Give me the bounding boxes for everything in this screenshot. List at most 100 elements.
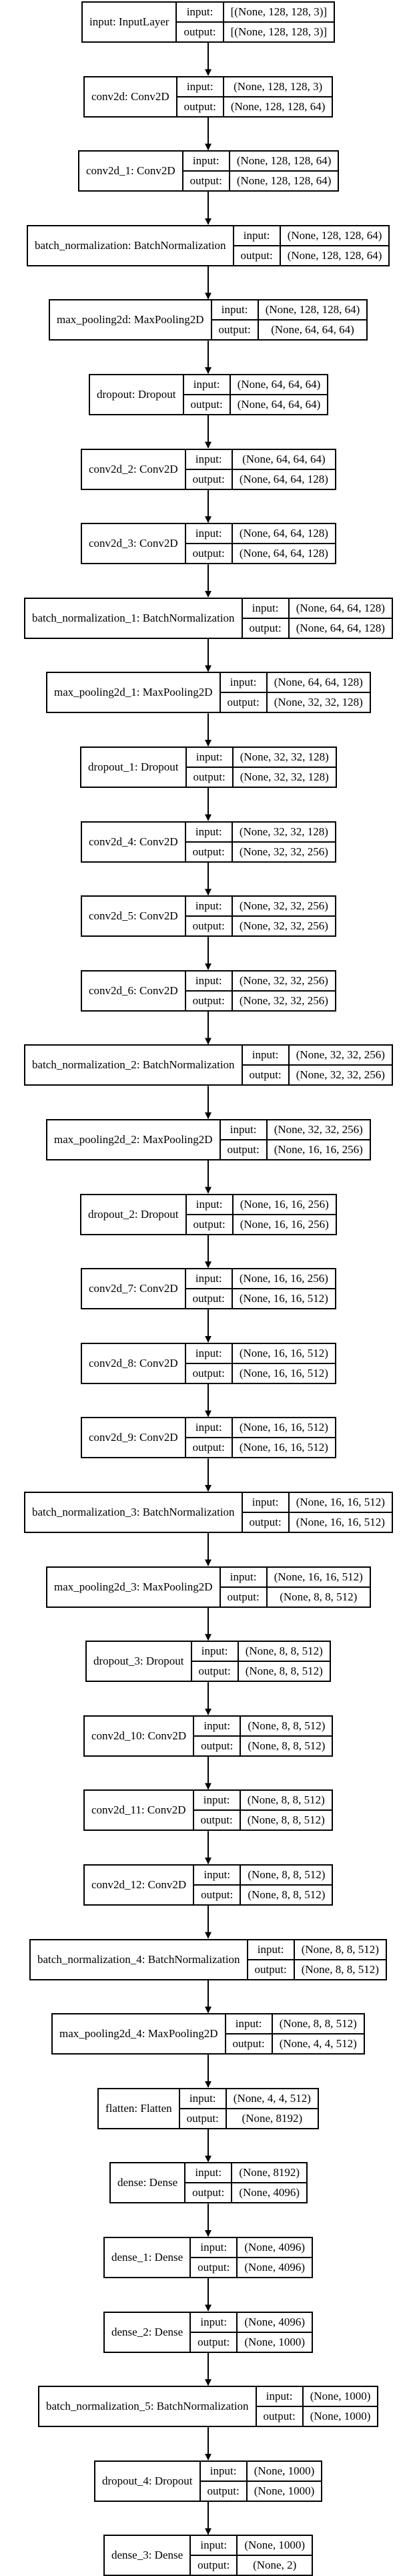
shape-values: (None, 128, 128, 64)(None, 128, 128, 64) [228, 152, 338, 191]
input-label: input: [230, 1570, 257, 1583]
output-label: output: [186, 767, 232, 787]
layer-name: dropout_1: Dropout [88, 761, 179, 773]
input-shape: (None, 16, 16, 512) [239, 1346, 328, 1359]
input-label: input: [200, 2539, 228, 2552]
input-label: input: [186, 5, 214, 18]
shape-values: (None, 16, 16, 512)(None, 16, 16, 512) [231, 1418, 335, 1458]
input-shape: (None, 8, 8, 512) [248, 1719, 326, 1732]
input-label: input: [195, 527, 222, 540]
layer-name: conv2d_3: Conv2D [89, 537, 178, 550]
input-shape: (None, 128, 128, 64) [287, 228, 382, 242]
input-label: input: [195, 452, 222, 465]
output-shape: (None, 64, 64, 128) [232, 543, 335, 563]
io-labels: input:output: [184, 449, 232, 489]
input-label: input: [252, 601, 279, 614]
shape-values: (None, 128, 128, 64)(None, 64, 64, 64) [257, 300, 367, 340]
output-label: output: [183, 394, 230, 414]
input-label: input: [252, 1496, 279, 1508]
input-label: input: [257, 1942, 284, 1956]
output-shape: (None, 32, 32, 256) [232, 841, 335, 861]
io-labels: input:output: [184, 1418, 232, 1458]
input-label: input: [230, 676, 257, 689]
layer-name: max_pooling2d_1: MaxPooling2D [54, 686, 213, 699]
io-labels: input:output: [241, 1046, 288, 1085]
output-label: output: [185, 2182, 232, 2202]
shape-values: (None, 8, 8, 512)(None, 8, 8, 512) [237, 1642, 330, 1681]
io-labels: input:output: [192, 1791, 240, 1830]
input-label: input: [189, 2091, 216, 2105]
layer-name: max_pooling2d_3: MaxPooling2D [54, 1580, 213, 1593]
layer-name: dropout_2: Dropout [88, 1207, 179, 1221]
output-label: output: [226, 2033, 272, 2053]
output-label: output: [234, 244, 280, 265]
output-shape: (None, 8, 8, 512) [294, 1958, 386, 1979]
output-label: output: [212, 319, 258, 339]
output-shape: (None, 64, 64, 64) [230, 394, 328, 414]
io-labels: input:output: [255, 2387, 302, 2426]
shape-values: (None, 1000)(None, 1000) [302, 2387, 378, 2426]
output-shape: (None, 32, 32, 128) [267, 692, 370, 712]
output-label: output: [177, 95, 223, 116]
layer-name: flatten: Flatten [105, 2101, 172, 2115]
output-shape: (None, 1000) [303, 2406, 378, 2426]
shape-values: (None, 128, 128, 64)(None, 128, 128, 64) [279, 226, 389, 265]
layer-name: batch_normalization_2: BatchNormalizatio… [32, 1058, 235, 1072]
output-shape: (None, 32, 32, 256) [289, 1064, 392, 1084]
layer-name: dropout_4: Dropout [102, 2474, 193, 2487]
output-label: output: [194, 1735, 240, 1755]
output-shape: (None, 4096) [232, 2182, 306, 2202]
shape-values: (None, 16, 16, 256) (None, 16, 16, 512) [231, 1269, 335, 1309]
output-shape: (None, 16, 16, 256) [233, 1213, 336, 1234]
io-labels: input:output: [193, 1716, 240, 1755]
output-label: output: [191, 2555, 237, 2575]
io-labels: input:output: [232, 226, 280, 265]
io-labels: input: output: [246, 1940, 294, 1979]
input-shape: (None, 128, 128, 3) [234, 79, 323, 93]
io-labels: input:output: [185, 748, 232, 787]
input-shape: (None, 8, 8, 512) [248, 1868, 326, 1881]
output-label: output: [185, 915, 232, 935]
output-shape: (None, 64, 64, 64) [258, 319, 367, 339]
layer-node: max_pooling2d: MaxPooling2D input:output:… [49, 299, 368, 341]
io-labels: input:output: [184, 971, 232, 1010]
input-label: input: [195, 1346, 222, 1359]
layer-name: max_pooling2d: MaxPooling2D [57, 313, 204, 327]
input-label: input: [195, 2166, 222, 2179]
io-labels: input:output: [175, 77, 223, 116]
output-label: output: [242, 1512, 288, 1532]
input-shape: (None, 16, 16, 512) [296, 1496, 385, 1508]
layer-name: batch_normalization_5: BatchNormalizatio… [46, 2400, 249, 2413]
output-label: output: [194, 1884, 240, 1904]
output-label: output: [242, 1064, 288, 1084]
layer-name: max_pooling2d_4: MaxPooling2D [59, 2027, 218, 2041]
io-labels: input:output: [184, 822, 232, 861]
output-label: output: [248, 1958, 294, 1979]
shape-values: (None, 8, 8, 512)(None, 4, 4, 512) [271, 2014, 364, 2054]
layer-name: conv2d_5: Conv2D [89, 909, 178, 923]
input-label: input: [203, 1793, 230, 1807]
output-label: output: [179, 2107, 226, 2128]
output-label: output: [185, 1288, 232, 1308]
io-labels: input:output: [210, 300, 258, 340]
output-label: output: [185, 990, 232, 1010]
input-shape: (None, 1000) [244, 2539, 305, 2552]
output-shape: (None, 128, 128, 64) [230, 170, 338, 190]
layer-name: dropout: Dropout [97, 388, 176, 401]
output-shape: (None, 16, 16, 512) [232, 1288, 335, 1308]
output-label: output: [186, 1213, 232, 1234]
layer-name: batch_normalization_1: BatchNormalizatio… [32, 611, 235, 624]
layer-name: conv2d_2: Conv2D [89, 462, 178, 475]
input-shape: (None, 16, 16, 512) [274, 1570, 363, 1583]
input-shape: (None, 16, 16, 256) [239, 1272, 328, 1285]
io-labels: input:output: [181, 152, 229, 191]
